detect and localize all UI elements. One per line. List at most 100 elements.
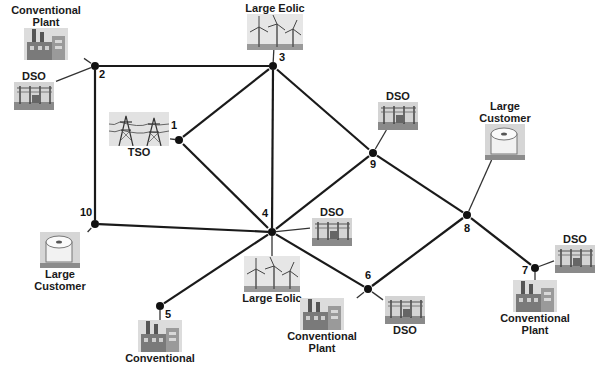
eolic-picture-part [290, 271, 298, 277]
plant-picture-part [52, 36, 65, 60]
connection-line [375, 130, 386, 149]
bus-node: 3 [269, 62, 277, 70]
plant-picture-part [38, 46, 42, 50]
dso-picture-part [378, 102, 418, 130]
tso-picture [109, 112, 169, 146]
dso-picture-part [383, 106, 385, 124]
plant-picture-part [513, 280, 557, 312]
facility-node: DSO [376, 90, 420, 130]
plant-picture-part [45, 46, 49, 50]
transmission-line [276, 156, 369, 229]
eolic-picture-part [277, 24, 285, 30]
facility-label: Conventional Plant [497, 312, 573, 336]
dso-picture-part [558, 255, 593, 256]
bus-number: 5 [165, 308, 171, 320]
bus-node: 5 [156, 302, 164, 310]
bus-number: 7 [522, 264, 528, 276]
facility-label: DSO [320, 206, 344, 218]
dso-picture-part [327, 222, 329, 240]
dso-picture-part [29, 86, 31, 104]
facility-label: TSO [128, 146, 151, 158]
connection-line [271, 236, 272, 256]
tso-picture-part [109, 130, 169, 133]
facility-node: DSO [554, 233, 596, 273]
facility-label: DSO [386, 90, 410, 102]
transmission-line [372, 218, 463, 286]
eolic-picture-part [282, 271, 290, 275]
dso-picture-part [347, 222, 349, 240]
plant-picture-part [527, 298, 531, 302]
facility-node: DSO [310, 206, 354, 246]
plant-picture-part [32, 29, 36, 43]
connection-line [276, 228, 310, 231]
connection-line [88, 228, 92, 232]
plant-picture-part [534, 298, 538, 302]
transmission-line [94, 70, 96, 220]
tso-picture-part [149, 132, 159, 142]
customer-picture-part [56, 240, 62, 243]
facility-label: DSO [22, 70, 46, 82]
facility-label: Conventional Plant [8, 4, 84, 28]
eolic-picture-part [273, 15, 277, 24]
dso-picture-part [390, 300, 392, 318]
eolic-picture-part [293, 29, 301, 35]
customer-picture-part [501, 132, 507, 135]
transmission-line [99, 224, 268, 232]
dso-picture-part [381, 108, 416, 109]
plant-picture-part [55, 46, 62, 49]
dso-picture-part [558, 251, 593, 252]
plant-picture-part [321, 316, 325, 320]
plant-picture-part [27, 42, 52, 60]
customer-picture-part [40, 263, 80, 268]
dso-picture-part [19, 86, 21, 104]
plant-picture [138, 320, 182, 352]
plant-picture-part [146, 321, 150, 335]
dso-picture-part [17, 92, 52, 93]
plant-picture-part [300, 298, 344, 330]
eolic-picture-part [256, 258, 257, 269]
facility-label: Large Eolic [242, 292, 301, 304]
eolic-picture-part [247, 269, 256, 274]
plant-picture-part [328, 306, 341, 330]
eolic-picture-part [255, 269, 257, 289]
plant-picture-part [166, 328, 179, 352]
plant-picture-part [152, 338, 156, 342]
plant-picture-part [519, 298, 523, 302]
plant-picture-part [314, 316, 318, 320]
dso-picture-part [388, 306, 423, 307]
bus-number: 8 [464, 222, 470, 234]
connection-line [469, 160, 492, 211]
dso-picture-part [17, 88, 52, 89]
eolic-picture [247, 14, 303, 50]
plant-picture-part [55, 40, 62, 43]
facility-label: Conventional [125, 352, 195, 364]
eolic-picture-part [250, 27, 259, 32]
dso-picture [555, 245, 595, 273]
bus-node: 7 [531, 264, 539, 272]
customer-picture-part [485, 155, 525, 160]
facility-node: TSO [108, 112, 170, 158]
transmission-line [277, 70, 369, 150]
eolic-picture-part [285, 29, 293, 33]
plant-picture-part [521, 281, 525, 295]
facility-node: DSO [12, 70, 56, 110]
customer-picture-part [40, 232, 80, 268]
plant-picture-part [169, 338, 176, 341]
dso-picture-part [403, 309, 411, 317]
facility-node: Conventional Plant [8, 4, 84, 60]
plant-picture-part [331, 316, 338, 319]
dso-picture-part [555, 245, 595, 273]
customer-picture [485, 124, 525, 160]
bus-number: 10 [80, 206, 92, 218]
connection-line [273, 50, 275, 62]
connection-line [534, 272, 535, 280]
facility-label: DSO [563, 233, 587, 245]
eolic-picture-part [292, 29, 294, 47]
facility-node: Large Eolic [240, 256, 304, 304]
eolic-picture-part [289, 271, 291, 289]
plant-picture-part [40, 32, 44, 43]
plant-picture-part [544, 298, 551, 301]
tso-picture-part [149, 132, 159, 142]
connection-line [159, 310, 160, 320]
eolic-picture-part [244, 256, 300, 292]
